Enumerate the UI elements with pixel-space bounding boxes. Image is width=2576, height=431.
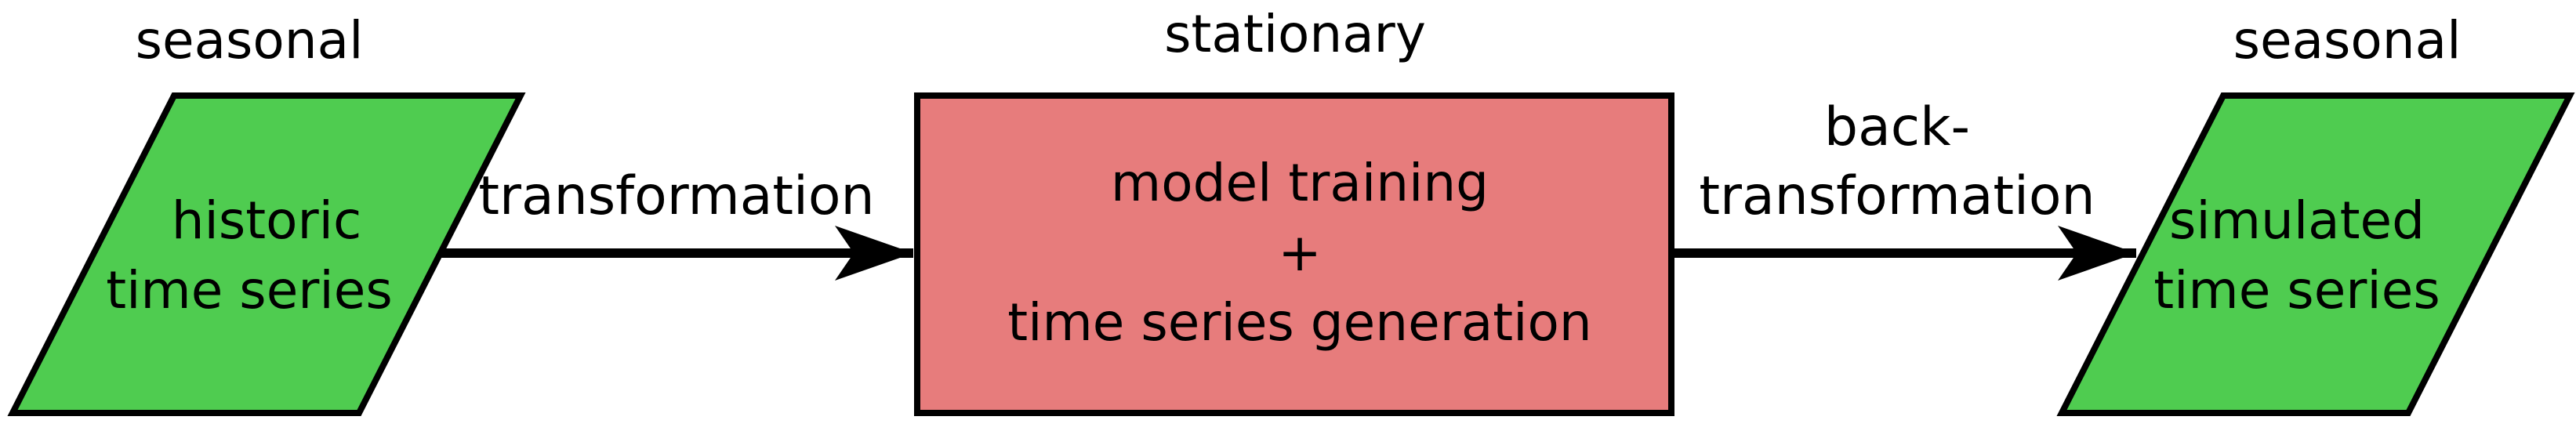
process-node (914, 92, 1674, 416)
output-node-label-line-2: time series (2153, 260, 2440, 321)
process-node-label-line-1: model training (1111, 153, 1489, 213)
process-node-label-line-3: time series generation (1007, 292, 1591, 353)
output-header: seasonal (2233, 10, 2462, 71)
output-data-node (2056, 92, 2575, 416)
input-header: seasonal (136, 10, 364, 71)
process-node-label-line-2: + (1278, 223, 1321, 283)
forward-edge-label: transformation (478, 165, 874, 227)
backward-edge-label-line-1: back- (1824, 96, 1970, 158)
input-node-label-line-2: time series (106, 260, 393, 321)
backward-edge-label-line-2: transformation (1699, 165, 2095, 227)
process-header: stationary (1164, 4, 1426, 64)
input-data-node (7, 92, 526, 416)
output-node-label-line-1: simulated (2169, 190, 2425, 251)
input-node-label-line-1: historic (172, 190, 362, 251)
